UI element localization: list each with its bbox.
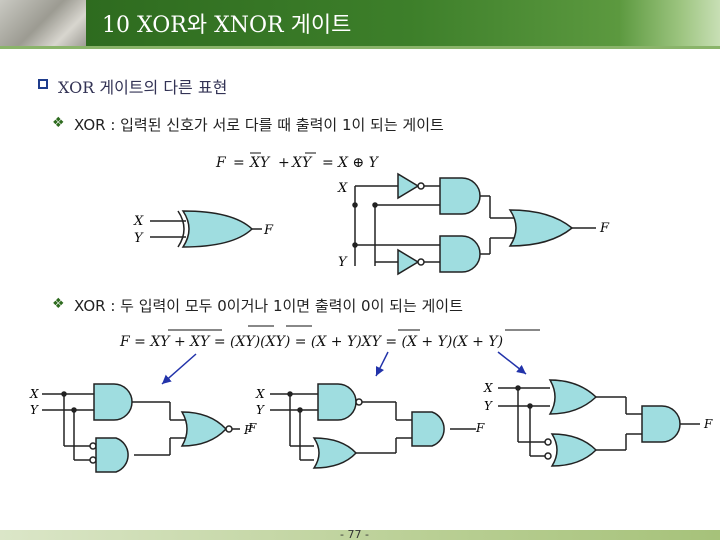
header-band xyxy=(86,0,626,46)
slide-title: 10 XOR와 XNOR 게이트 xyxy=(102,13,352,38)
eq1-eq: = xyxy=(233,155,245,171)
eq1-eq2: = xyxy=(322,155,334,171)
footer-bar xyxy=(0,530,720,540)
diamond-bullet-icon: ❖ xyxy=(52,115,65,131)
arrows xyxy=(161,351,527,385)
slide-header: 10 XOR와 XNOR 게이트 xyxy=(0,0,720,46)
svg-text:X: X xyxy=(29,387,39,401)
section-title: XOR 게이트의 다른 표현 xyxy=(58,78,228,97)
xor-f-label: F xyxy=(263,223,274,238)
eq1-plus: + xyxy=(278,155,290,171)
xor-x-label: X xyxy=(133,214,144,229)
circuit-bottom-1: X Y F xyxy=(29,383,253,473)
svg-text:F: F xyxy=(475,421,485,435)
header-decoration xyxy=(620,0,720,46)
svg-text:Y: Y xyxy=(256,403,265,417)
eq1-lhs: F xyxy=(215,155,227,171)
header-photo xyxy=(0,0,96,46)
item-2-text: XOR : 두 입력이 모두 0이거나 1이면 출력이 0이 되는 게이트 xyxy=(74,297,463,315)
eq1-rhs: X ⊕ Y xyxy=(337,155,380,171)
eq1-term2: XY xyxy=(291,155,313,171)
svg-text:F: F xyxy=(247,421,257,435)
and-or-circuit: X Y F xyxy=(337,172,610,276)
svg-text:F: F xyxy=(243,423,253,437)
circuit-f-label: F xyxy=(599,221,610,236)
item-1-text: XOR : 입력된 신호가 서로 다를 때 출력이 1이 되는 게이트 xyxy=(74,116,444,134)
circuit-bottom-3: X Y F F xyxy=(475,379,713,467)
equation-2: F = XY + XY = (XY)(XY) = (X + Y)XY = (X … xyxy=(119,325,540,350)
header-divider xyxy=(0,46,720,49)
svg-text:Y: Y xyxy=(484,399,493,413)
eq2-text: F = XY + XY = (XY)(XY) = (X + Y)XY = (X … xyxy=(119,334,503,350)
section-bullet-icon xyxy=(38,79,48,89)
svg-text:F: F xyxy=(703,417,713,431)
equation-1: F = XY + XY = X ⊕ Y xyxy=(215,152,380,171)
svg-text:X: X xyxy=(483,381,493,395)
circuit-x-label: X xyxy=(337,181,348,196)
xor-gate-symbol: X Y F xyxy=(133,210,274,248)
page-number: - 77 - xyxy=(340,528,369,541)
diamond-bullet-icon: ❖ xyxy=(52,296,65,312)
circuit-y-label: Y xyxy=(338,255,348,270)
svg-text:X: X xyxy=(255,387,265,401)
eq1-term1: XY xyxy=(249,155,271,171)
circuit-bottom-2: X Y F xyxy=(247,383,476,469)
svg-text:Y: Y xyxy=(30,403,39,417)
xor-y-label: Y xyxy=(134,231,144,246)
